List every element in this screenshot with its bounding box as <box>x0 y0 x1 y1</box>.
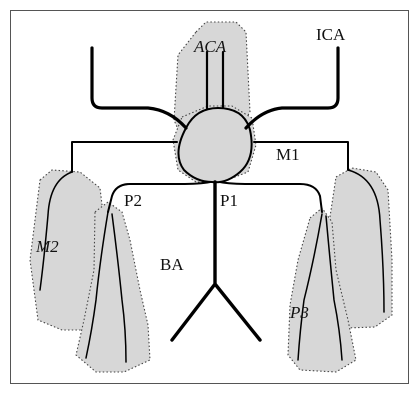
m1-segment-right <box>254 142 348 170</box>
label-p1: P1 <box>220 191 238 210</box>
m1-segment-left <box>72 142 177 172</box>
label-m2: M2 <box>35 237 59 256</box>
label-ica: ICA <box>316 25 346 44</box>
label-ba: BA <box>160 255 184 274</box>
ica-left <box>92 48 186 128</box>
label-p2: P2 <box>124 191 142 210</box>
ica-right <box>246 48 338 128</box>
label-aca: ACA <box>193 37 227 56</box>
label-m1: M1 <box>276 145 300 164</box>
label-p3: P3 <box>289 303 309 322</box>
basilar-artery <box>172 182 260 340</box>
